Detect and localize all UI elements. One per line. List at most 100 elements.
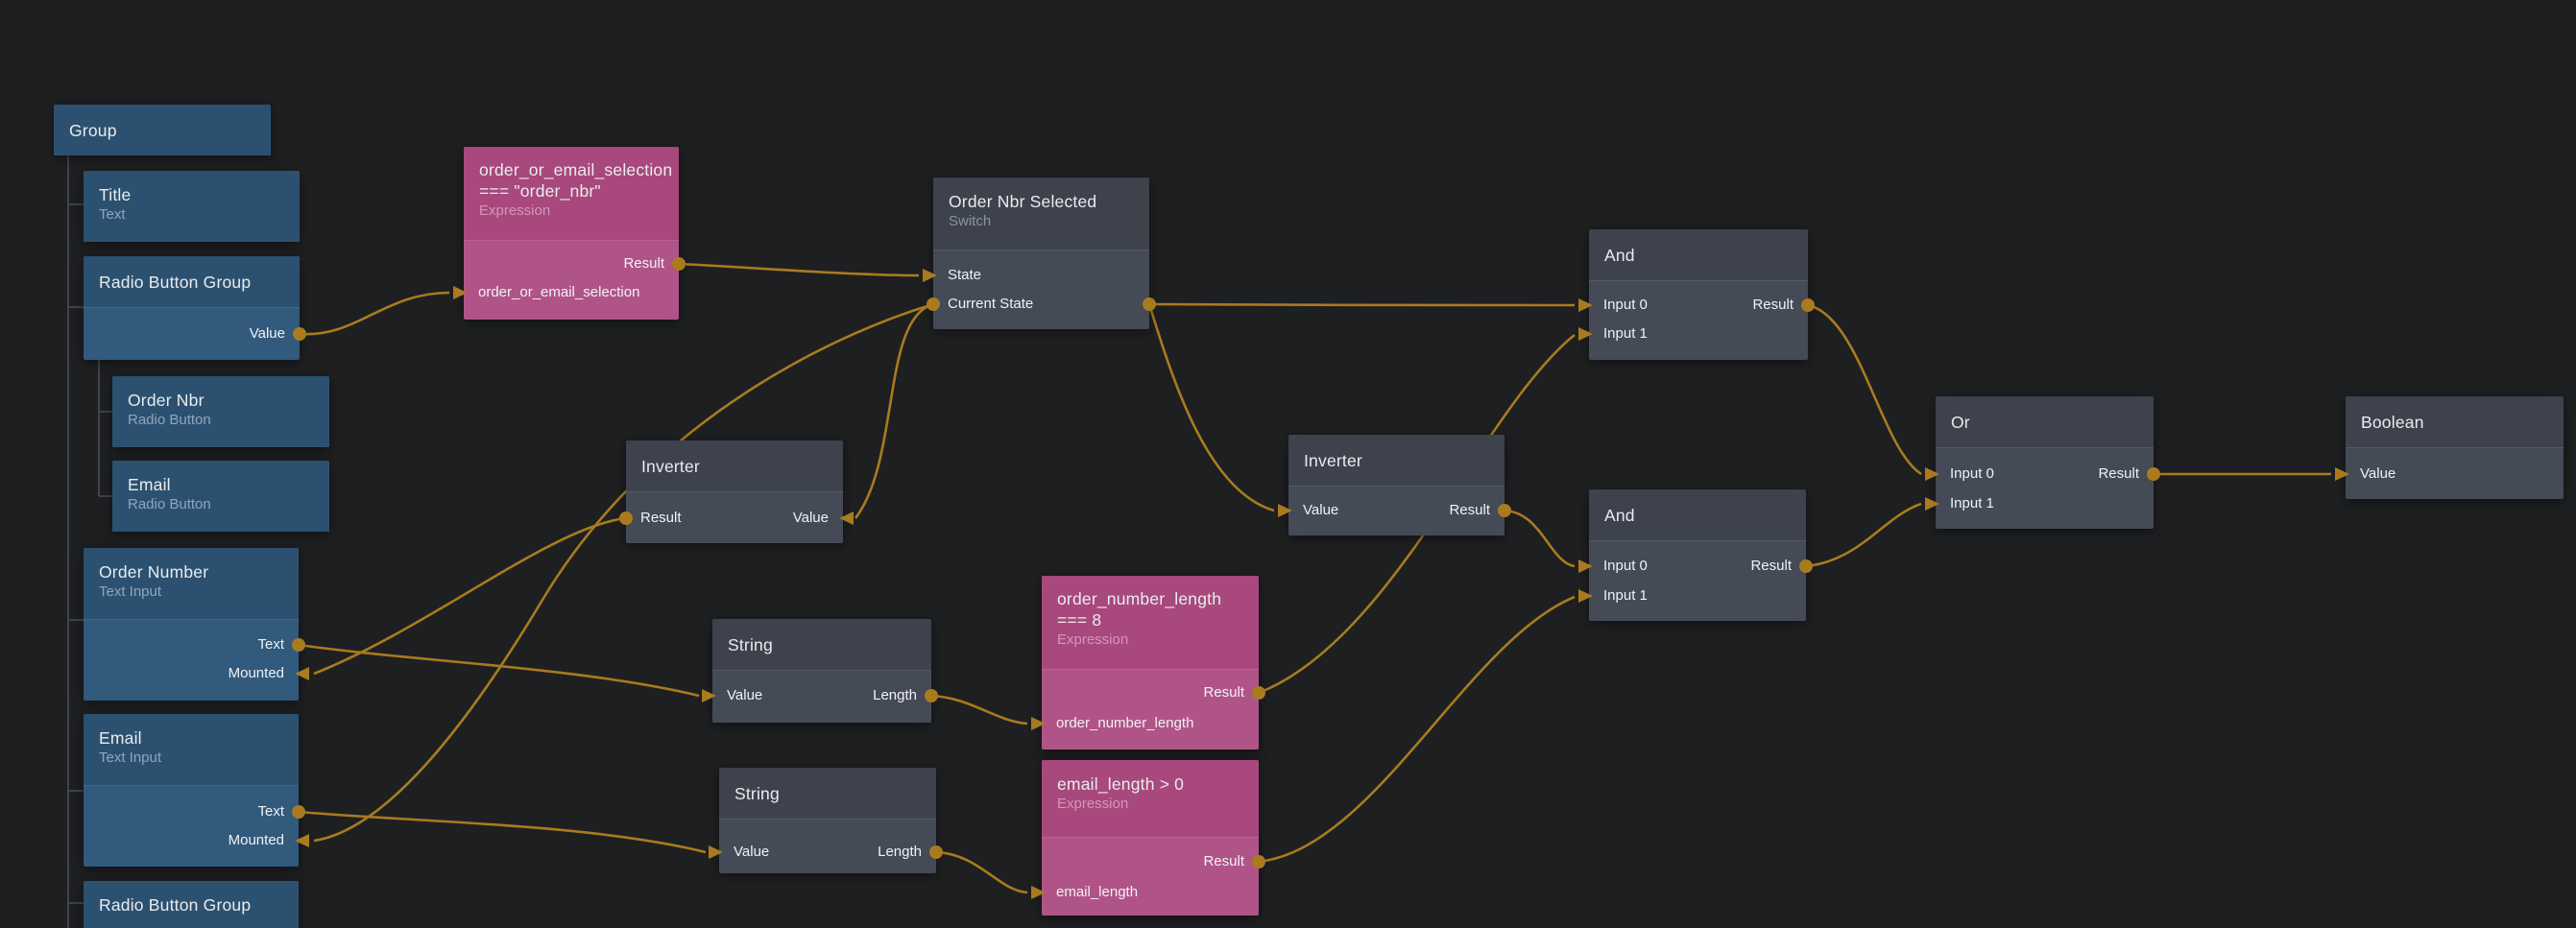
node-type-label: Text Input: [99, 583, 162, 600]
port-order-or-email-selection[interactable]: order_or_email_selection: [478, 284, 640, 300]
connection-order-number-input-text-to-string-1-value[interactable]: [299, 643, 700, 698]
node-header[interactable]: Inverter: [626, 440, 843, 491]
node-title: Order Nbr: [128, 391, 205, 410]
connection-switch-order-nbr-selected-current-state-to-inverter-2-value[interactable]: [1147, 303, 1275, 512]
port-value[interactable]: Value: [249, 325, 285, 342]
port-current-state[interactable]: Current State: [948, 296, 1034, 312]
header-divider: [626, 491, 843, 492]
node-header[interactable]: And: [1589, 229, 1808, 280]
node-header[interactable]: String: [712, 619, 931, 670]
port-value[interactable]: Value: [727, 687, 763, 703]
connection-switch-order-nbr-selected-current-state-to-inverter-1-value[interactable]: [854, 302, 934, 519]
node-header[interactable]: Or: [1936, 396, 2154, 447]
port-length[interactable]: Length: [878, 844, 922, 860]
node-title: String: [734, 784, 780, 803]
node-header[interactable]: And: [1589, 489, 1806, 540]
connection-switch-order-nbr-selected-current-state-to-and-1-input-0[interactable]: [1148, 302, 1576, 307]
connection-switch-order-nbr-selected-current-state-to-email-input-mounted[interactable]: [313, 302, 934, 843]
port-value[interactable]: Value: [734, 844, 770, 860]
node-title: Email: [128, 475, 171, 494]
port-length[interactable]: Length: [873, 687, 917, 703]
node-title: And: [1604, 246, 1635, 265]
node-header[interactable]: Inverter: [1288, 435, 1505, 486]
port-email-length[interactable]: email_length: [1056, 884, 1139, 900]
node-header[interactable]: Boolean: [2346, 396, 2564, 447]
node-title: email_length > 0: [1057, 774, 1185, 794]
connection-string-2-length-to-expr-email-length-email-length[interactable]: [935, 850, 1028, 894]
port-input-1[interactable]: Input 1: [1950, 495, 1994, 512]
port-input-1[interactable]: Input 1: [1603, 587, 1648, 604]
port-result[interactable]: Result: [1203, 684, 1244, 701]
node-header[interactable]: Group: [54, 105, 271, 155]
port-result[interactable]: Result: [623, 255, 664, 272]
node-header[interactable]: Radio Button Group: [84, 256, 300, 307]
port-order-number-length[interactable]: order_number_length: [1056, 715, 1194, 731]
port-text[interactable]: Text: [257, 803, 284, 820]
connection-and-1-result-to-or-input-0[interactable]: [1807, 303, 1922, 476]
port-value[interactable]: Value: [792, 510, 829, 526]
connection-radio-button-group-1-value-to-expr-order-or-email-order-or-email-selection[interactable]: [299, 291, 450, 336]
port-state[interactable]: State: [948, 267, 982, 283]
port-result[interactable]: Result: [2098, 465, 2139, 482]
port-result[interactable]: Result: [1449, 502, 1490, 518]
port-result[interactable]: Result: [1203, 853, 1244, 869]
header-divider: [84, 619, 299, 620]
port-input-0[interactable]: Input 0: [1603, 558, 1648, 574]
node-header[interactable]: Radio Button Group: [84, 881, 299, 928]
connection-string-1-length-to-expr-order-number-length-order-number-length[interactable]: [930, 694, 1028, 726]
port-result[interactable]: Result: [640, 510, 682, 526]
port-result[interactable]: Result: [1752, 297, 1794, 313]
connection-expr-order-or-email-result-to-switch-order-nbr-selected-state[interactable]: [678, 262, 920, 277]
port-input-0[interactable]: Input 0: [1950, 465, 1994, 482]
connection-expr-email-length-result-to-and-2-input-1[interactable]: [1258, 595, 1576, 864]
port-result[interactable]: Result: [1750, 558, 1792, 574]
port-mounted[interactable]: Mounted: [228, 832, 284, 848]
port-value[interactable]: Value: [2360, 465, 2396, 482]
port-input-0[interactable]: Input 0: [1603, 297, 1648, 313]
node-header[interactable]: String: [719, 768, 936, 819]
connection-inverter-2-result-to-and-2-input-0[interactable]: [1504, 509, 1576, 568]
port-value[interactable]: Value: [1303, 502, 1339, 518]
port-input-1[interactable]: Input 1: [1603, 325, 1648, 342]
port-text[interactable]: Text: [257, 636, 284, 653]
node-header[interactable]: order_or_email_selection === "order_nbr"…: [464, 147, 679, 240]
node-group[interactable]: Group: [54, 105, 271, 155]
connection-inverter-1-result-to-order-number-input-mounted[interactable]: [313, 516, 627, 676]
connection-and-2-result-to-or-input-1[interactable]: [1805, 502, 1922, 568]
node-type-label: Text: [99, 206, 126, 223]
node-title: Title: [99, 185, 132, 204]
node-type-label: Expression: [1057, 631, 1129, 648]
port-mounted[interactable]: Mounted: [228, 665, 284, 681]
node-title: Order Number: [99, 562, 209, 582]
node-expr-order-or-email[interactable]: order_or_email_selection === "order_nbr"…: [464, 147, 679, 320]
node-radio-button-group-2[interactable]: Radio Button Group: [84, 881, 299, 928]
connection-email-input-text-to-string-2-value[interactable]: [299, 810, 707, 854]
